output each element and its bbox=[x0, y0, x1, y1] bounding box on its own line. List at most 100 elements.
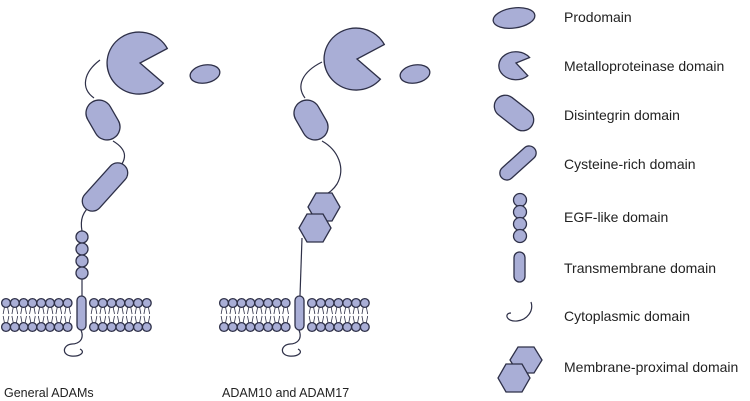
legend-label-membrane-proximal: Membrane-proximal domain bbox=[564, 359, 738, 375]
lipid-tail bbox=[104, 315, 107, 323]
lipid-head bbox=[18, 297, 29, 309]
lipid-tail bbox=[352, 315, 355, 323]
lipid-head bbox=[227, 297, 238, 309]
egf-like-bead bbox=[75, 242, 89, 256]
lipid-head bbox=[333, 321, 344, 333]
lipid-tail bbox=[117, 307, 120, 315]
lipid-tail bbox=[322, 315, 325, 323]
lipid-tail bbox=[24, 307, 27, 315]
lipid-tail bbox=[134, 315, 137, 323]
lipid-tail bbox=[7, 315, 10, 323]
lipid-tail bbox=[273, 307, 276, 315]
lipid-tail bbox=[220, 315, 223, 323]
lipid-tail bbox=[112, 307, 115, 315]
cytoplasmic-tail-adam10 bbox=[281, 329, 301, 357]
lipid-tail bbox=[335, 315, 338, 323]
lipid-tail bbox=[330, 307, 333, 315]
prodomain bbox=[189, 64, 221, 84]
lipid-head bbox=[315, 297, 326, 309]
lipid-tail bbox=[68, 307, 71, 315]
lipid-tail bbox=[339, 307, 342, 315]
lipid-tail bbox=[121, 315, 124, 323]
lipid-head bbox=[236, 297, 247, 309]
legend-label-transmembrane: Transmembrane domain bbox=[564, 260, 716, 276]
lipid-tail bbox=[273, 315, 276, 323]
lipid-tail bbox=[64, 307, 67, 315]
linker-metallo-to-disintegrin bbox=[300, 61, 323, 99]
lipid-head bbox=[324, 297, 335, 309]
lipid-head bbox=[359, 321, 370, 333]
lipid-head bbox=[306, 297, 318, 309]
lipid-tail bbox=[29, 307, 32, 315]
transmembrane-domain bbox=[294, 295, 305, 331]
lipid-tail bbox=[366, 307, 369, 315]
lipid-tail bbox=[99, 307, 102, 315]
lipid-tail bbox=[366, 315, 369, 323]
lipid-head bbox=[245, 297, 256, 309]
lipid-tail bbox=[251, 307, 254, 315]
lipid-tail bbox=[2, 307, 5, 315]
lipid-tail bbox=[247, 307, 250, 315]
lipid-tail bbox=[130, 307, 133, 315]
lipid-head bbox=[262, 321, 274, 333]
lipid-tail bbox=[148, 307, 151, 315]
lipid-tail bbox=[247, 315, 250, 323]
lipid-tail bbox=[286, 315, 289, 323]
lipid-head bbox=[245, 321, 256, 333]
legend-label-cytoplasmic: Cytoplasmic domain bbox=[564, 308, 690, 324]
lipid-tail bbox=[313, 307, 316, 315]
lipid-tail bbox=[51, 307, 54, 315]
cysteine-rich-icon bbox=[499, 145, 537, 181]
membrane-proximal-icon bbox=[497, 363, 531, 393]
lipid-tail bbox=[348, 307, 351, 315]
lipid-head bbox=[62, 321, 73, 333]
linker-disintegrin-to-membrane-proximal bbox=[321, 140, 342, 198]
legend-label-disintegrin: Disintegrin domain bbox=[564, 107, 680, 123]
lipid-tail bbox=[229, 307, 232, 315]
caption-general-adams: General ADAMs bbox=[4, 386, 94, 400]
lipid-tail bbox=[29, 315, 32, 323]
lipid-tail bbox=[260, 315, 263, 323]
lipid-tail bbox=[339, 315, 342, 323]
lipid-tail bbox=[242, 307, 245, 315]
egf-like-icon bbox=[512, 216, 528, 232]
lipid-tail bbox=[99, 315, 102, 323]
lipid-tail bbox=[16, 307, 19, 315]
lipid-tail bbox=[278, 307, 281, 315]
lipid-tail bbox=[55, 307, 58, 315]
membrane-proximal-hexagon bbox=[298, 213, 332, 243]
disintegrin-domain bbox=[293, 99, 329, 141]
lipid-tail bbox=[121, 307, 124, 315]
lipid-head bbox=[218, 321, 230, 333]
lipid-tail bbox=[60, 315, 63, 323]
lipid-head bbox=[88, 297, 100, 309]
lipid-tail bbox=[33, 315, 36, 323]
lipid-tail bbox=[282, 315, 285, 323]
lipid-head bbox=[44, 321, 56, 333]
egf-like-icon bbox=[512, 192, 528, 208]
lipid-tail bbox=[51, 315, 54, 323]
lipid-head bbox=[262, 297, 274, 309]
lipid-head bbox=[271, 297, 282, 309]
lipid-head bbox=[218, 297, 230, 309]
lipid-tail bbox=[16, 315, 19, 323]
legend: Prodomain Metalloproteinase domain Disin… bbox=[492, 7, 738, 393]
lipid-head bbox=[0, 321, 12, 333]
lipid-tail bbox=[308, 307, 311, 315]
lipid-head bbox=[141, 321, 152, 333]
lipid-tail bbox=[225, 315, 228, 323]
egf-like-bead bbox=[75, 254, 89, 268]
lipid-tail bbox=[326, 307, 329, 315]
lipid-head bbox=[97, 297, 108, 309]
lipid-tail bbox=[125, 307, 128, 315]
lipid-head bbox=[324, 321, 335, 333]
lipid-tail bbox=[46, 315, 49, 323]
lipid-head bbox=[27, 297, 38, 309]
lipid-head bbox=[18, 321, 29, 333]
lipid-head bbox=[124, 321, 135, 333]
lipid-tail bbox=[64, 315, 67, 323]
lipid-tail bbox=[90, 307, 93, 315]
lipid-bilayer-left bbox=[0, 297, 152, 333]
lipid-tail bbox=[104, 307, 107, 315]
lipid-tail bbox=[238, 315, 241, 323]
